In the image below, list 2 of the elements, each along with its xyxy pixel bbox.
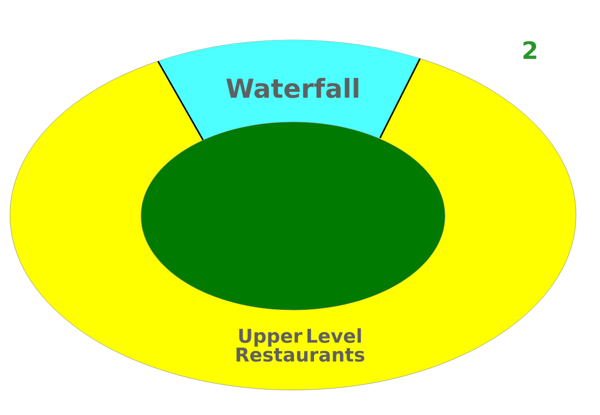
page-number: 2 (524, 41, 536, 59)
pool-ellipse (140, 122, 446, 310)
